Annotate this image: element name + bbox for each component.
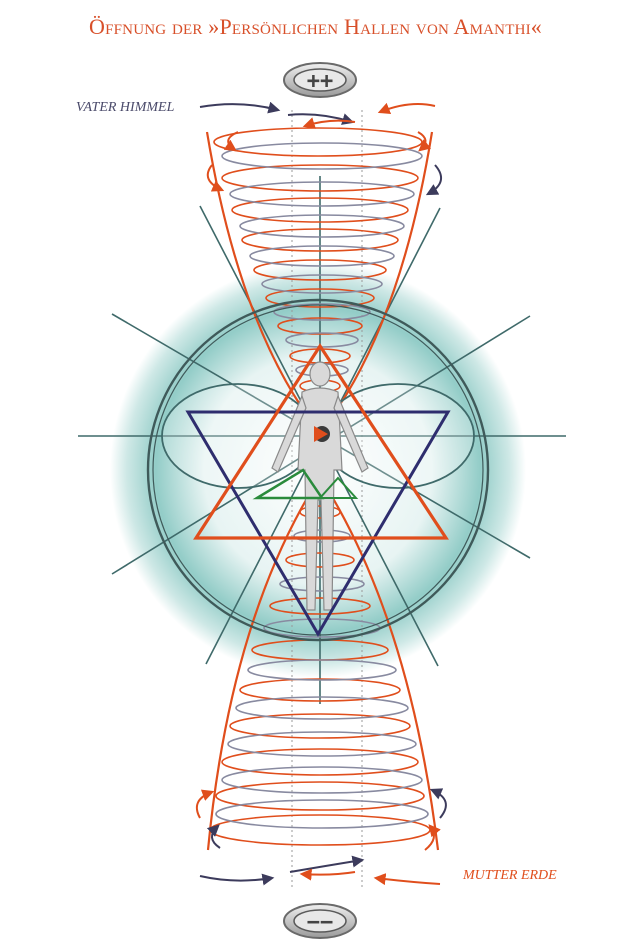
top-pole-symbol: ++ xyxy=(307,69,334,94)
label-mutter-erde: MUTTER ERDE xyxy=(462,868,557,883)
bottom-pole-symbol: −− xyxy=(307,910,334,935)
bottom-pole: −− xyxy=(284,904,356,938)
label-vater-himmel: VATER HIMMEL xyxy=(76,100,175,115)
top-pole: ++ xyxy=(284,63,356,97)
